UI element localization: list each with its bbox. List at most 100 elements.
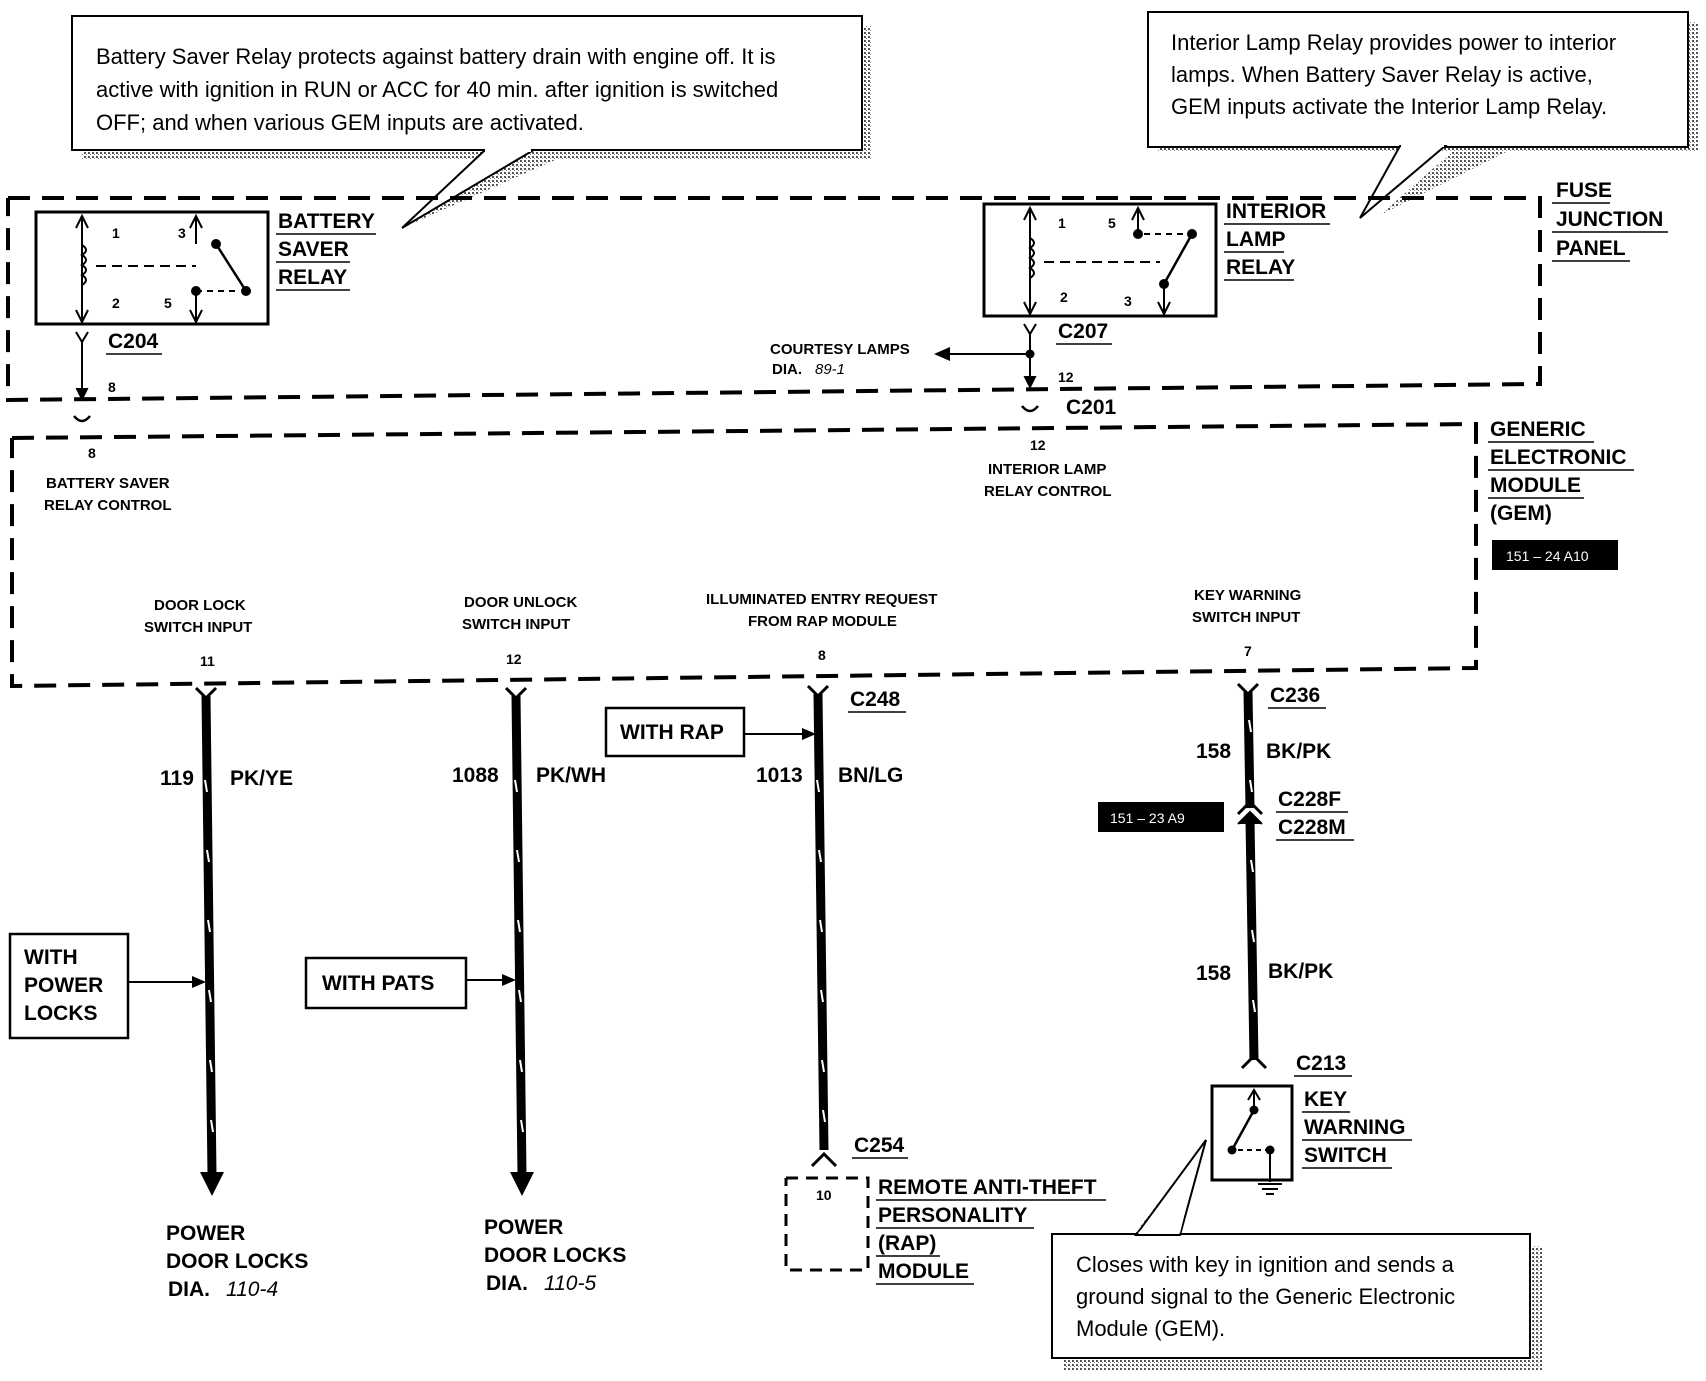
- power-door-locks-2-line-2: DOOR LOCKS: [484, 1244, 626, 1267]
- fuse-junction-panel-border: [6, 196, 1542, 403]
- ilr-pin-3: 3: [1124, 293, 1132, 309]
- ilr-pin-2: 2: [1060, 289, 1068, 305]
- wire-1013-number: 1013: [756, 764, 803, 787]
- power-door-locks-1-dia: DIA.: [168, 1278, 210, 1301]
- key-switch-note-line-3: Module (GEM).: [1076, 1316, 1225, 1341]
- wire-119-number: 119: [160, 767, 194, 790]
- connector-c248: C248: [850, 688, 901, 711]
- wire-158-color-bottom: BK/PK: [1268, 960, 1333, 983]
- ilr-pin-1: 1: [1058, 215, 1066, 231]
- battery-saver-note-line-3: OFF; and when various GEM inputs are act…: [96, 110, 584, 135]
- key-switch-callout: Closes with key in ignition and sends a …: [1051, 1139, 1542, 1370]
- interior-lamp-note-line-3: GEM inputs activate the Interior Lamp Re…: [1171, 94, 1607, 119]
- battery-saver-note-line-2: active with ignition in RUN or ACC for 4…: [96, 77, 778, 102]
- fuse-junction-panel-label-3: PANEL: [1556, 237, 1626, 260]
- key-warning-switch: [1210, 1084, 1294, 1195]
- key-warning-input-1: KEY WARNING: [1194, 587, 1301, 604]
- connector-c228f: C228F: [1278, 788, 1341, 811]
- illuminated-entry-input-1: ILLUMINATED ENTRY REQUEST: [706, 591, 937, 608]
- rap-label-3: (RAP): [878, 1232, 936, 1255]
- connector-c207: C207: [1058, 320, 1108, 343]
- rap-pin-10: 10: [816, 1187, 832, 1203]
- illuminated-entry-input-2: FROM RAP MODULE: [748, 613, 897, 630]
- interior-lamp-note-line-1: Interior Lamp Relay provides power to in…: [1171, 30, 1616, 55]
- with-power-locks-1: WITH: [24, 946, 78, 969]
- wire-1088-color: PK/WH: [536, 764, 606, 787]
- with-power-locks-2: POWER: [24, 974, 103, 997]
- wire-1088-number: 1088: [452, 764, 499, 787]
- connector-c254: C254: [854, 1134, 905, 1157]
- interior-lamp-relay-label-3: RELAY: [1226, 256, 1295, 279]
- rap-label-1: REMOTE ANTI-THEFT: [878, 1176, 1097, 1199]
- fuse-junction-panel-label-1: FUSE: [1556, 179, 1612, 202]
- door-lock-pin: 11: [200, 653, 215, 669]
- interior-lamp-relay-control-1: INTERIOR LAMP: [988, 461, 1106, 478]
- gem-border: [10, 421, 1478, 689]
- bsr-pin-2: 2: [112, 295, 120, 311]
- power-door-locks-2-ref: 110-5: [544, 1272, 596, 1295]
- fuse-junction-panel-label-2: JUNCTION: [1556, 208, 1663, 231]
- ilr-pin-5: 5: [1108, 215, 1116, 231]
- battery-saver-note-line-1: Battery Saver Relay protects against bat…: [96, 44, 776, 69]
- with-power-locks-box: [8, 932, 130, 1040]
- power-door-locks-1-line-2: DOOR LOCKS: [166, 1250, 308, 1273]
- power-door-locks-2-dia: DIA.: [486, 1272, 528, 1295]
- battery-saver-relay-label-2: SAVER: [278, 238, 349, 261]
- gem-label-2: ELECTRONIC: [1490, 446, 1627, 469]
- connector-c204: C204: [108, 330, 159, 353]
- gem-ref-text: 151 – 24 A10: [1506, 548, 1589, 564]
- with-rap-label: WITH RAP: [620, 721, 724, 744]
- with-power-locks-3: LOCKS: [24, 1002, 98, 1025]
- c207-pin-12: 12: [1058, 369, 1074, 385]
- rap-label-2: PERSONALITY: [878, 1204, 1027, 1227]
- rap-label-4: MODULE: [878, 1260, 969, 1283]
- door-unlock-input-1: DOOR UNLOCK: [464, 594, 577, 611]
- power-door-locks-1-line-1: POWER: [166, 1222, 245, 1245]
- wire-158-number-top: 158: [1196, 740, 1231, 763]
- key-warning-switch-label-3: SWITCH: [1304, 1144, 1387, 1167]
- interior-lamp-relay-label-1: INTERIOR: [1226, 200, 1326, 223]
- power-door-locks-2-line-1: POWER: [484, 1216, 563, 1239]
- door-unlock-pin: 12: [506, 651, 522, 667]
- wire-158: [1236, 682, 1268, 1070]
- courtesy-lamps-label: COURTESY LAMPS: [770, 341, 910, 358]
- interior-lamp-note-line-2: lamps. When Battery Saver Relay is activ…: [1171, 62, 1593, 87]
- battery-saver-relay-control-2: RELAY CONTROL: [44, 497, 172, 514]
- gem-label-1: GENERIC: [1490, 418, 1586, 441]
- key-switch-note-line-2: ground signal to the Generic Electronic: [1076, 1284, 1455, 1309]
- connector-c236: C236: [1270, 684, 1320, 707]
- battery-saver-callout: Battery Saver Relay protects against bat…: [71, 15, 872, 229]
- courtesy-lamps-dia-ref: 89-1: [815, 361, 845, 378]
- bsr-pin-5: 5: [164, 295, 172, 311]
- connector-c213: C213: [1296, 1052, 1346, 1075]
- battery-saver-relay-label-3: RELAY: [278, 266, 347, 289]
- rap-module-border: [784, 1176, 870, 1272]
- wire-119-color: PK/YE: [230, 767, 293, 790]
- wire-119: [194, 686, 224, 1196]
- with-pats-label: WITH PATS: [322, 972, 434, 995]
- with-rap-box: [604, 706, 746, 758]
- key-warning-switch-label-2: WARNING: [1304, 1116, 1406, 1139]
- bsr-pin-1: 1: [112, 225, 120, 241]
- battery-saver-relay-control-1: BATTERY SAVER: [46, 475, 170, 492]
- gem-label-3: MODULE: [1490, 474, 1581, 497]
- c204-pin-8: 8: [108, 379, 116, 395]
- wire-1088: [504, 686, 534, 1196]
- connector-c201: C201: [1066, 396, 1117, 419]
- gem-ref-badge: [1492, 540, 1618, 570]
- illuminated-entry-pin: 8: [818, 647, 826, 663]
- gem-pin-8: 8: [88, 445, 96, 461]
- bsr-pin-3: 3: [178, 225, 186, 241]
- door-unlock-input-2: SWITCH INPUT: [462, 616, 570, 633]
- power-door-locks-1-ref: 110-4: [226, 1278, 278, 1301]
- with-pats-box: [304, 956, 468, 1010]
- interior-lamp-relay: 1 5 2 3: [982, 202, 1218, 318]
- battery-saver-relay: 1 3 2 5: [34, 210, 270, 326]
- door-lock-input-2: SWITCH INPUT: [144, 619, 252, 636]
- key-warning-switch-label-1: KEY: [1304, 1088, 1347, 1111]
- gem-label-4: (GEM): [1490, 502, 1552, 525]
- interior-lamp-relay-label-2: LAMP: [1226, 228, 1286, 251]
- courtesy-lamps-dia-prefix: DIA.: [772, 361, 802, 378]
